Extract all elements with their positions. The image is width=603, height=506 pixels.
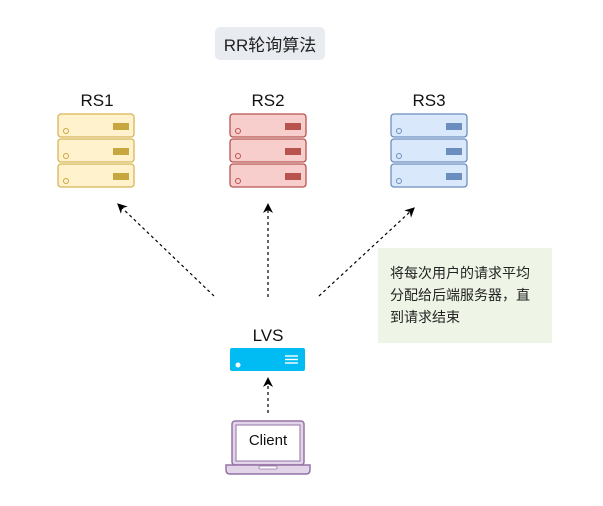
lvs-label: LVS <box>252 326 284 345</box>
note-line-3: 到请求结束 <box>390 309 460 325</box>
arrow-lvs-to-rs1 <box>117 203 215 297</box>
lvs-server-icon <box>230 348 305 371</box>
diagram-title: RR轮询算法 <box>215 27 325 60</box>
client-label: Client <box>248 432 288 449</box>
note-line-1: 将每次用户的请求平均 <box>390 265 530 281</box>
rs1-label: RS1 <box>80 91 114 110</box>
rs3-server-icon <box>390 113 468 188</box>
rs3-label: RS3 <box>412 91 446 110</box>
algorithm-note: 将每次用户的请求平均 分配给后端服务器，直 到请求结束 <box>378 248 552 343</box>
rs1-server-icon <box>57 113 135 188</box>
rs2-server-icon <box>229 113 307 188</box>
note-line-2: 分配给后端服务器，直 <box>390 287 530 303</box>
rs2-label: RS2 <box>251 91 285 110</box>
client-laptop-icon <box>225 420 311 475</box>
